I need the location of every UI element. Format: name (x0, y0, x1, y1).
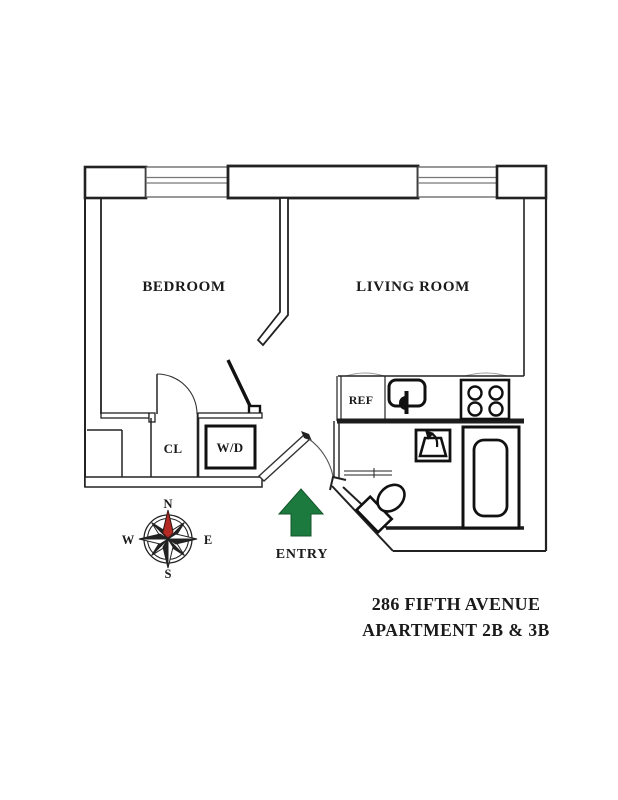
toilet-bowl (376, 483, 406, 513)
window-bedroom (145, 166, 229, 198)
bedroom-door (226, 359, 262, 419)
bathroom-door-jamb (329, 475, 347, 491)
bathtub-icon (461, 425, 521, 530)
address-title: 286 FIFTH AVENUE (372, 594, 541, 614)
entry-label: ENTRY (276, 547, 329, 562)
bedroom-door-leaf (226, 359, 253, 409)
entry-arrow: ENTRY (276, 488, 329, 562)
kitchen-sink-icon (387, 378, 427, 414)
wall-pier-center (226, 164, 420, 200)
kitchen-counter (336, 372, 524, 424)
washer-dryer-box (204, 424, 257, 470)
entry-door (257, 431, 334, 482)
toilet-icon (354, 483, 406, 535)
wall-pier-left (83, 165, 148, 200)
stove-icon (459, 378, 511, 421)
compass-rose-icon: N S W E (122, 497, 212, 581)
living-room-label: LIVING ROOM (356, 279, 470, 295)
compass-east-label: E (204, 533, 212, 547)
closet-door-swing-arc (156, 373, 198, 415)
entry-door-swing-arc (308, 438, 334, 477)
entry-arrow-icon (277, 488, 325, 537)
bedroom-partition-wall (256, 197, 289, 347)
closet-walls (100, 412, 263, 477)
stove-burner (488, 385, 504, 401)
apartment-title: APARTMENT 2B & 3B (362, 620, 550, 640)
stove-burner (488, 401, 504, 417)
compass-south-label: S (165, 567, 172, 581)
closet-label: CL (164, 441, 183, 456)
stove-burner (467, 401, 483, 417)
wall-pier-right (495, 164, 548, 200)
stove-burner (467, 385, 483, 401)
window-living-room (417, 166, 498, 198)
bedroom-label: BEDROOM (142, 279, 225, 295)
bathroom-sink-icon (414, 428, 452, 463)
north-wall-windows (83, 164, 548, 200)
perimeter-walls (84, 198, 548, 551)
compass-west-label: W (122, 533, 135, 547)
entry-door-leaf (257, 433, 312, 482)
closet-door (156, 373, 198, 415)
washer-dryer-label: W/D (217, 440, 244, 455)
refrigerator-label: REF (349, 393, 374, 407)
entry-door-tip (301, 431, 312, 441)
title-block: 286 FIFTH AVENUE APARTMENT 2B & 3B (362, 594, 550, 640)
compass-north-label: N (163, 497, 172, 511)
